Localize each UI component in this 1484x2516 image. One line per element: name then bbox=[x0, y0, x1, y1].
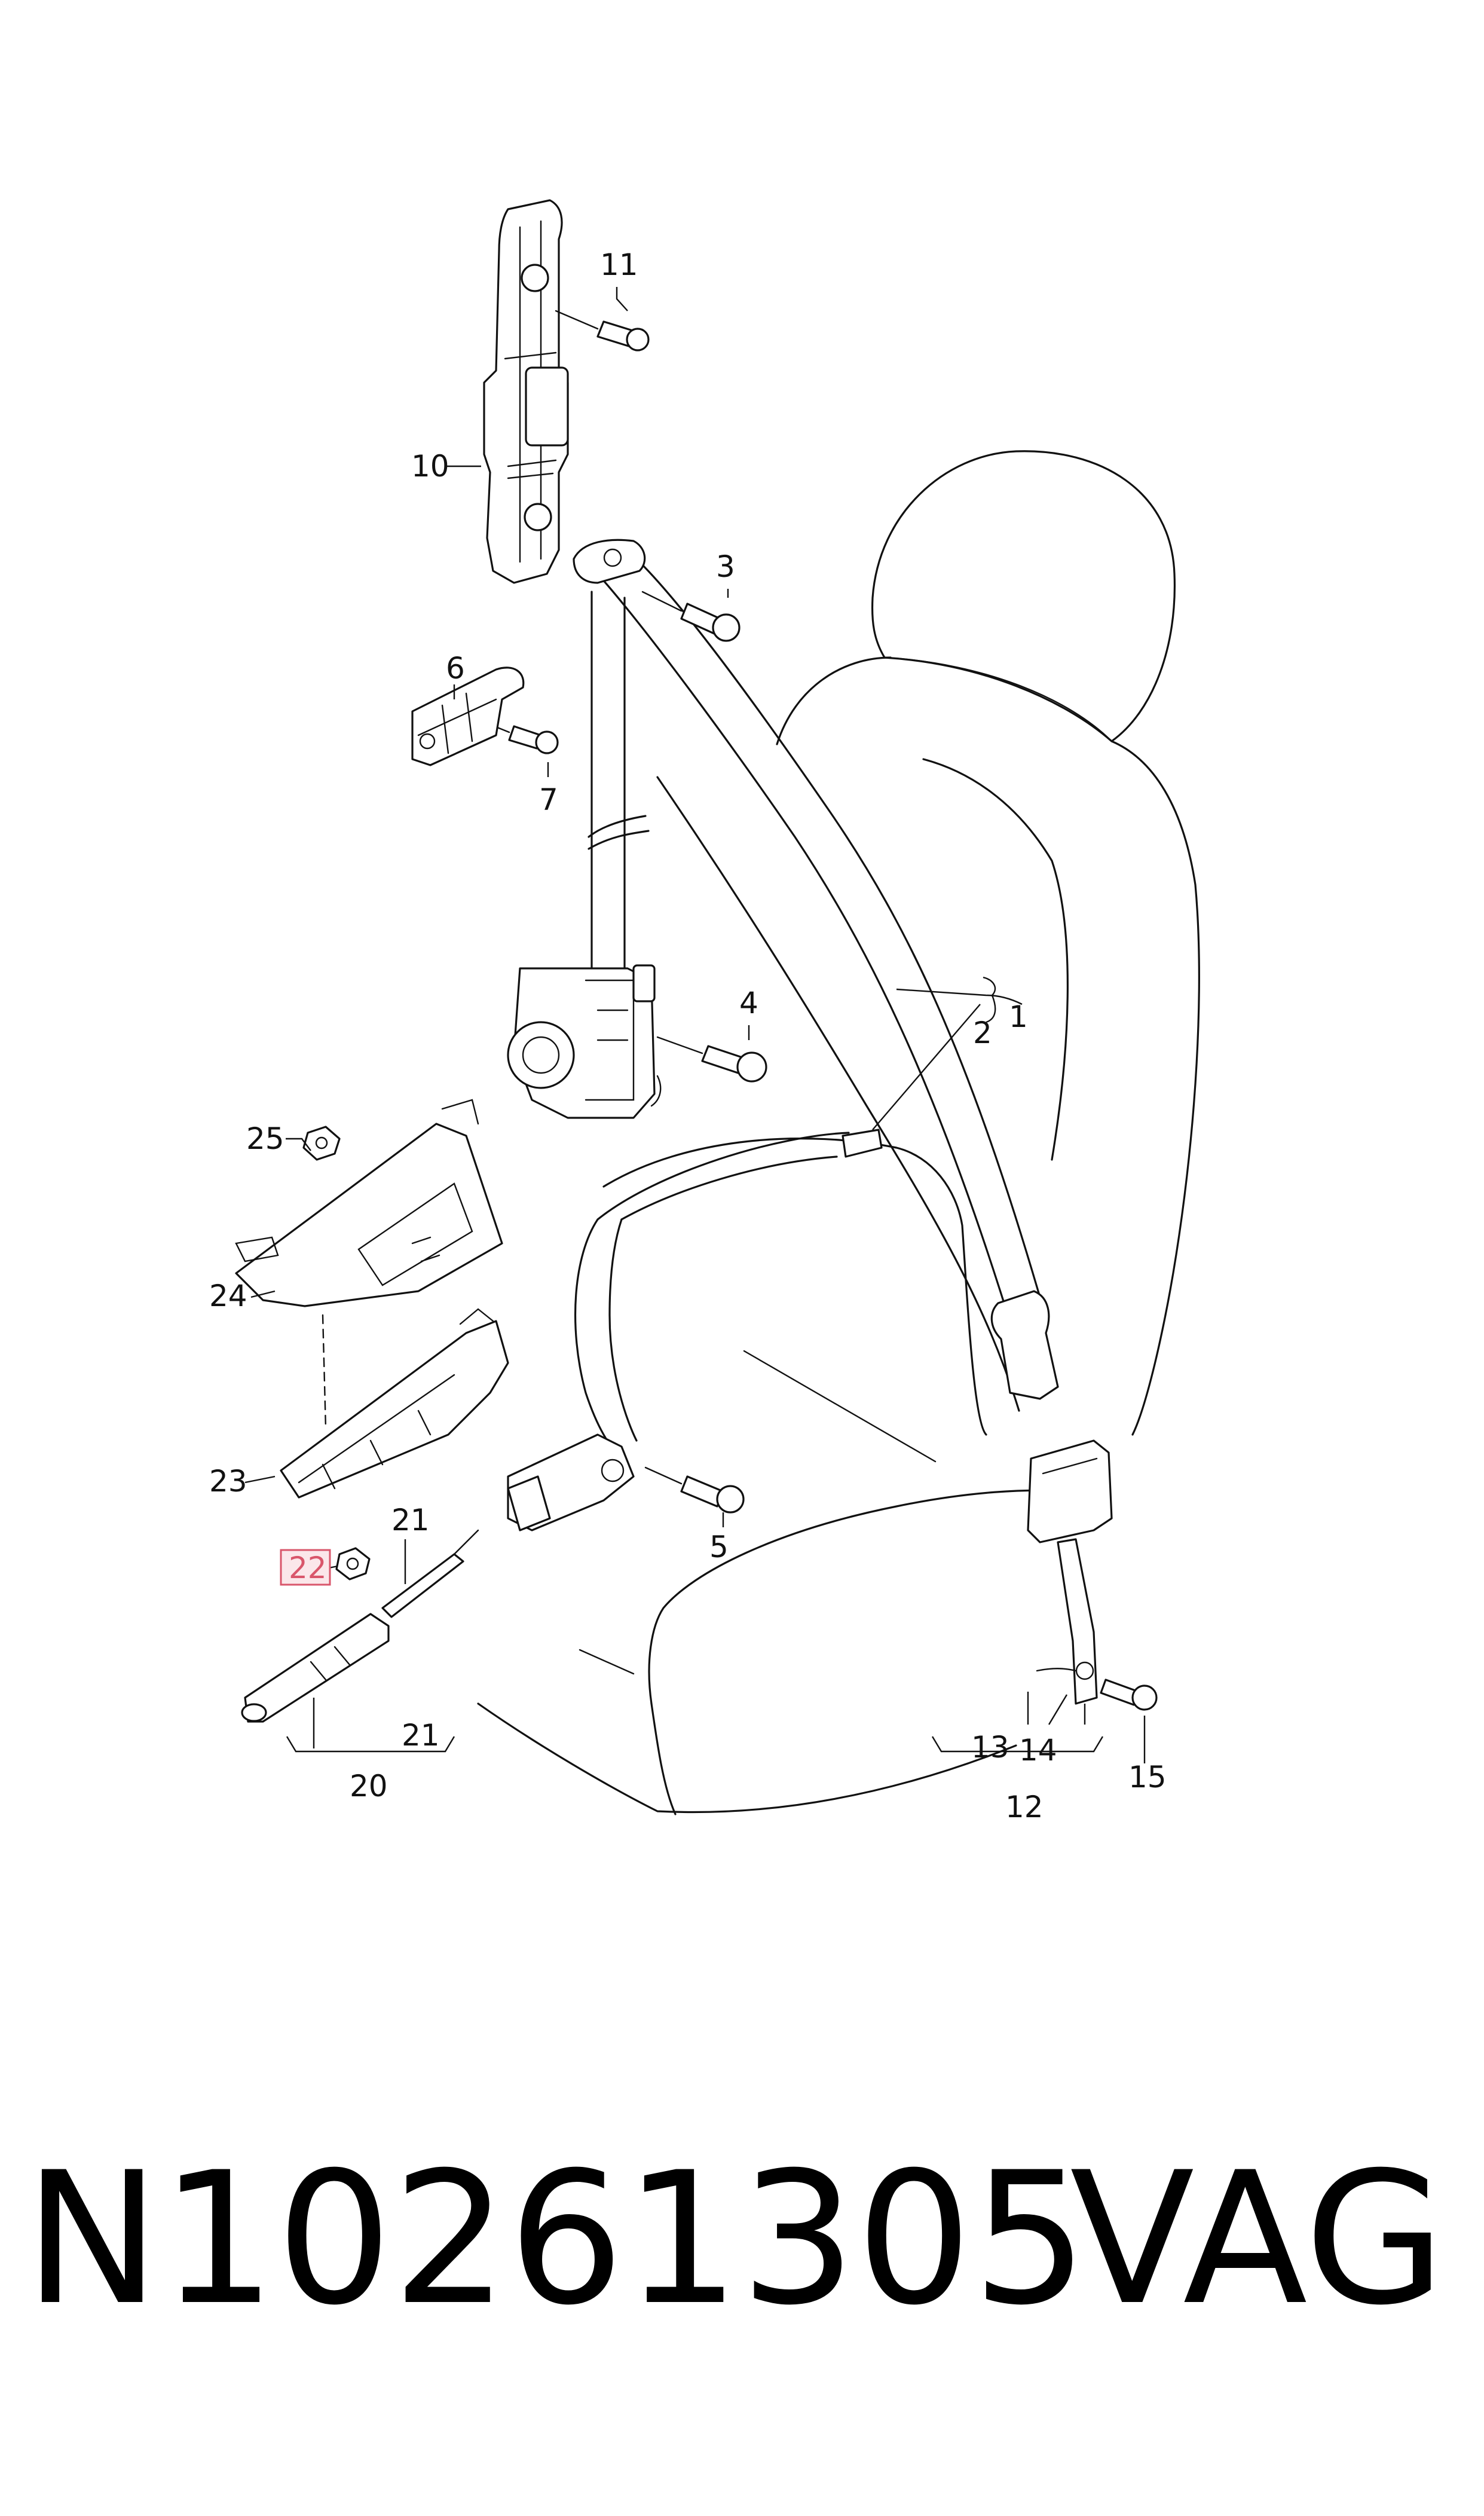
callout-12[interactable]: 12 bbox=[1005, 1790, 1044, 1824]
top-belt-guide-hole bbox=[603, 548, 622, 567]
callout-3[interactable]: 3 bbox=[716, 549, 735, 584]
trim-cover-24[interactable] bbox=[235, 1099, 503, 1307]
trim-dash-line bbox=[322, 1314, 327, 1430]
callout-1[interactable]: 1 bbox=[1009, 999, 1028, 1034]
backrest-inner-line bbox=[922, 758, 1069, 1161]
callout-13[interactable]: 13 bbox=[971, 1730, 1009, 1765]
bolt-5[interactable] bbox=[644, 1466, 745, 1514]
belt-twist bbox=[588, 815, 650, 850]
callout-10[interactable]: 10 bbox=[411, 449, 449, 484]
seat-crease-line bbox=[743, 1350, 937, 1463]
callout-20[interactable]: 20 bbox=[350, 1769, 388, 1803]
callout-22[interactable]: 22 bbox=[289, 1551, 327, 1585]
callout-24[interactable]: 24 bbox=[209, 1279, 247, 1313]
callout-22-highlight bbox=[280, 1549, 331, 1586]
seat-cushion bbox=[602, 1138, 987, 1436]
belt-loop-clip[interactable] bbox=[842, 1129, 883, 1158]
top-belt-guide[interactable] bbox=[573, 539, 646, 584]
seat-drawing bbox=[477, 450, 1200, 1815]
rail-bolt-hole-bottom bbox=[524, 503, 552, 531]
shoulder-belt-vertical bbox=[590, 591, 626, 982]
callout-23[interactable]: 23 bbox=[209, 1464, 247, 1499]
belt-tongue[interactable] bbox=[990, 1290, 1059, 1400]
lap-belt bbox=[574, 1218, 638, 1460]
seat-cushion-front bbox=[648, 1489, 1071, 1705]
bolt-11[interactable] bbox=[555, 310, 650, 351]
rail-detail-lines bbox=[504, 351, 557, 479]
callout-21-top[interactable]: 21 bbox=[391, 1503, 430, 1537]
nut-22[interactable] bbox=[335, 1547, 371, 1580]
anchor-connector[interactable] bbox=[507, 1475, 551, 1531]
bolt-15[interactable] bbox=[1100, 1679, 1158, 1711]
nut-25[interactable] bbox=[302, 1126, 341, 1161]
callout-2[interactable]: 2 bbox=[973, 1016, 992, 1050]
bolt-4[interactable] bbox=[656, 1036, 767, 1083]
height-adjuster-assembly bbox=[483, 199, 569, 584]
callout-6[interactable]: 6 bbox=[446, 651, 465, 686]
rail-adjuster-block bbox=[525, 366, 569, 447]
callout-11[interactable]: 11 bbox=[600, 247, 638, 282]
seat-cushion-bottom bbox=[477, 1702, 1017, 1814]
callout-15[interactable]: 15 bbox=[1128, 1760, 1167, 1794]
lap-belt-top bbox=[596, 1132, 850, 1221]
rail-bolt-hole-top bbox=[521, 264, 549, 292]
callout-21-bottom[interactable]: 21 bbox=[402, 1718, 440, 1753]
backrest bbox=[776, 656, 1200, 1436]
part-number-text: N10261305 bbox=[24, 2132, 1088, 2345]
callout-4[interactable]: 4 bbox=[739, 986, 758, 1020]
bracket-6[interactable] bbox=[411, 667, 525, 766]
shoulder-belt-diagonal bbox=[596, 561, 1041, 1304]
callout-7[interactable]: 7 bbox=[539, 782, 558, 817]
callout-labels: 11 10 3 6 7 4 2 1 5 25 24 23 21 22 21 20… bbox=[209, 247, 1167, 1824]
tensioner-wire-21[interactable] bbox=[381, 1529, 479, 1618]
seat-crease-line-2 bbox=[579, 1649, 635, 1675]
belt-tensioner-20[interactable] bbox=[241, 1613, 390, 1723]
headrest bbox=[871, 450, 1176, 742]
trim-cover-23[interactable] bbox=[280, 1308, 509, 1499]
belt-retractor[interactable] bbox=[507, 964, 662, 1119]
belt-webbing bbox=[573, 539, 1059, 1400]
bolt-3[interactable] bbox=[641, 591, 741, 642]
bolt-7[interactable] bbox=[486, 722, 559, 754]
callout-25[interactable]: 25 bbox=[246, 1121, 284, 1156]
callout-14[interactable]: 14 bbox=[1019, 1733, 1057, 1768]
callout-5[interactable]: 5 bbox=[709, 1530, 729, 1564]
headrest-bottom-edge bbox=[883, 656, 1113, 742]
seat-cushion-side bbox=[650, 1702, 677, 1815]
brand-text: VAG bbox=[1070, 2132, 1446, 2345]
backrest-front bbox=[656, 776, 1020, 1412]
belt-buckle-12[interactable] bbox=[1027, 1439, 1113, 1705]
